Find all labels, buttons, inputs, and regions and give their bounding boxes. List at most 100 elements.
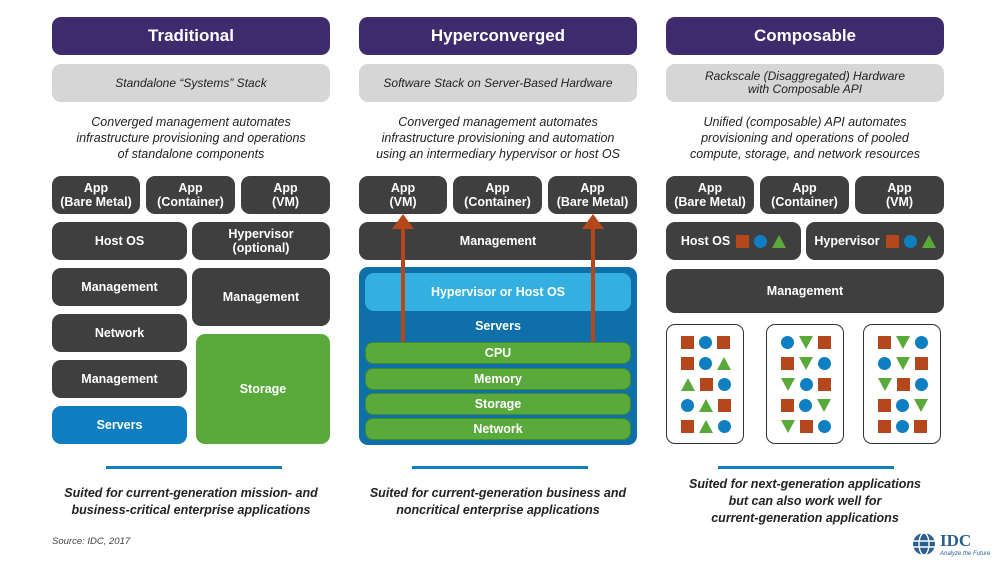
app-label: App [580, 181, 605, 195]
management-label: Management [459, 234, 537, 248]
circle-icon [699, 336, 712, 349]
traditional-description: Converged management automates infrastru… [40, 114, 342, 162]
rack-row [681, 378, 731, 391]
rack-row [781, 336, 831, 349]
triangle-down-icon [781, 378, 795, 391]
square-icon [878, 420, 891, 433]
square-icon [818, 336, 831, 349]
app-label: App [178, 181, 203, 195]
storage-block: Storage [196, 334, 330, 444]
traditional-subtitle-text: Standalone “Systems” Stack [115, 75, 267, 90]
suited-line: Suited for current-generation business a… [369, 486, 627, 500]
app-vm: App(VM) [855, 176, 944, 214]
rack-row [878, 420, 927, 433]
triangle-down-icon [799, 336, 813, 349]
memory-bar: Memory [365, 368, 631, 390]
desc-line: compute, storage, and network resources [690, 147, 920, 161]
network-block: Network [52, 314, 187, 352]
suited-line: Suited for next-generation applications [689, 477, 921, 491]
arrows-overlay [392, 214, 604, 342]
square-icon [914, 420, 927, 433]
app-container: App(Container) [760, 176, 849, 214]
triangle-icon [772, 234, 787, 248]
hypervisor-note: (optional) [232, 241, 290, 255]
host-os-block: Host OS [52, 222, 187, 260]
triangle-down-icon [896, 336, 910, 349]
square-icon [878, 399, 891, 412]
triangle-down-icon [799, 357, 813, 370]
circle-icon [799, 399, 812, 412]
suited-line: business-critical enterprise application… [71, 503, 311, 517]
cpu-label: CPU [484, 346, 512, 360]
app-label: App [390, 181, 416, 195]
circle-icon [781, 336, 794, 349]
circle-icon [915, 336, 928, 349]
circle-icon [903, 234, 917, 248]
triangle-down-icon [914, 399, 928, 412]
app-type: (Bare Metal) [60, 195, 132, 209]
source-note: Source: IDC, 2017 [52, 536, 130, 547]
triangle-icon [717, 357, 731, 370]
hypervisor-label: Hypervisor [228, 227, 294, 241]
circle-icon [818, 420, 831, 433]
desc-line: Converged management automates [91, 115, 291, 129]
hypervisor-block: Hypervisor [806, 222, 944, 260]
app-container: App(Container) [146, 176, 235, 214]
management-block-right: Management [192, 268, 330, 326]
app-type: (Bare Metal) [556, 195, 629, 209]
app-label: App [273, 181, 298, 195]
triangle-icon [921, 234, 936, 248]
app-label: App [697, 181, 723, 195]
rack-row [681, 399, 731, 412]
app-type: (VM) [389, 195, 417, 209]
circle-icon [818, 357, 831, 370]
storage-label: Storage [474, 397, 522, 411]
app-label: App [83, 181, 109, 195]
host-os-label: Host OS [94, 234, 145, 248]
desc-line: infrastructure provisioning and operatio… [76, 131, 306, 145]
square-icon [885, 234, 899, 248]
network-label: Network [94, 326, 145, 340]
host-os-label: Host OS [680, 234, 731, 248]
triangle-icon [699, 420, 713, 433]
source-text: Source: IDC, 2017 [52, 536, 131, 547]
rack-row [781, 357, 831, 370]
management-label: Management [81, 280, 158, 294]
rack-row [878, 399, 928, 412]
servers-text: Servers [475, 319, 521, 333]
hyperconverged-title: Hyperconverged [430, 26, 566, 45]
app-label: App [792, 181, 817, 195]
servers-block: Servers [52, 406, 187, 444]
composable-title: Composable [753, 26, 857, 45]
hypervisor-block: Hypervisor(optional) [192, 222, 330, 260]
suited-line: but can also work well for [728, 494, 882, 508]
triangle-down-icon [878, 378, 892, 391]
servers-label: Servers [96, 418, 143, 432]
square-icon [681, 336, 694, 349]
divider-rule [106, 466, 282, 469]
app-type: (VM) [885, 195, 914, 209]
circle-icon [878, 357, 891, 370]
circle-icon [896, 420, 909, 433]
circle-icon [896, 399, 909, 412]
subtitle-line: Rackscale (Disaggregated) Hardware [704, 69, 906, 83]
circle-icon [718, 378, 731, 391]
app-vm: App(VM) [359, 176, 447, 214]
network-label: Network [473, 422, 523, 436]
servers-label: Servers [359, 319, 637, 333]
triangle-down-icon [817, 399, 831, 412]
traditional-suited: Suited for current-generation mission- a… [40, 485, 342, 519]
triangle-icon [681, 378, 695, 391]
rack-row [878, 357, 928, 370]
square-icon [736, 234, 750, 248]
square-icon [718, 399, 731, 412]
desc-line: using an intermediary hypervisor or host… [376, 147, 620, 161]
suited-line: current-generation applications [711, 511, 899, 525]
circle-icon [915, 378, 928, 391]
app-bare-metal: App(Bare Metal) [548, 176, 637, 214]
traditional-title: Traditional [148, 26, 234, 45]
traditional-header: Traditional [52, 17, 330, 55]
management-label: Management [222, 290, 300, 304]
square-icon [681, 357, 694, 370]
app-type: (VM) [271, 195, 300, 209]
